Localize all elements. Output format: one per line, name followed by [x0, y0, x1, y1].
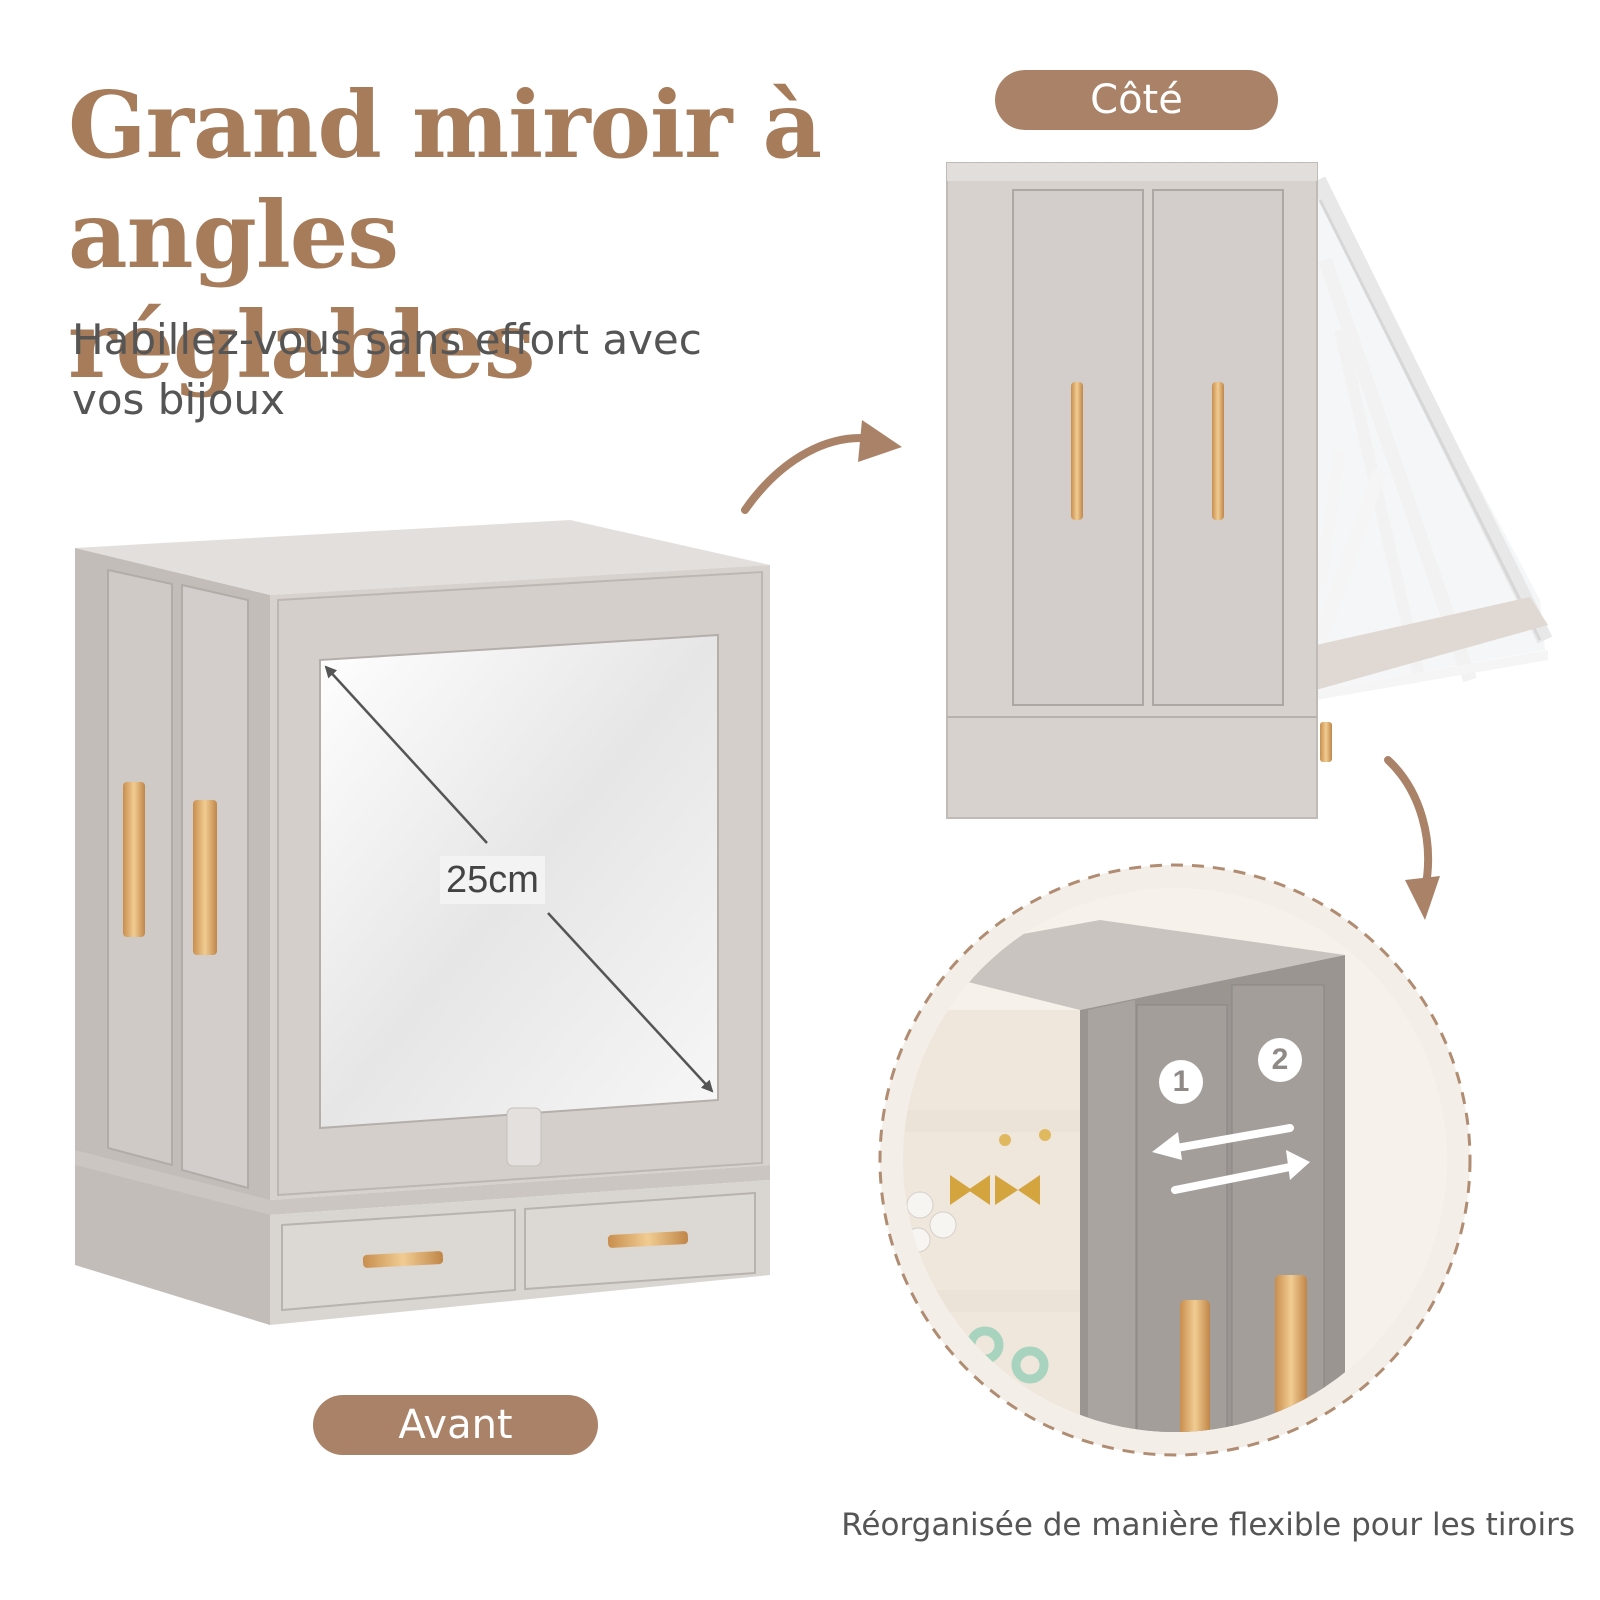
curved-arrow-icon: [741, 420, 902, 514]
step-badge-2: 2: [1271, 1043, 1289, 1076]
front-cabinet: [75, 520, 770, 1325]
subtitle-line-2: vos bijoux: [72, 375, 285, 424]
curved-arrow-icon: [1384, 756, 1440, 920]
front-view-badge: Avant: [313, 1395, 598, 1455]
diagonal-measure-arrow-icon: [324, 665, 714, 1093]
detail-caption: Réorganisée de manière flexible pour les…: [841, 1507, 1575, 1543]
title-line-2: angles réglables: [68, 181, 535, 399]
step-badge-1: 1: [1172, 1065, 1190, 1098]
side-handle-icon: [123, 782, 145, 937]
swap-arrows-icon: [1152, 1124, 1310, 1194]
title-line-1: Grand miroir à: [68, 71, 822, 179]
detail-circle: [878, 863, 1472, 1457]
page-title: Grand miroir à angles réglables: [68, 70, 828, 400]
side-view-badge: Côté: [995, 70, 1278, 130]
page-subtitle: Habillez-vous sans effort avec vos bijou…: [72, 310, 792, 430]
drawer-handle-icon: [362, 1251, 444, 1268]
mirror-size-label: 25cm: [440, 856, 545, 904]
side-cabinet: [946, 162, 1553, 819]
subtitle-line-1: Habillez-vous sans effort avec: [72, 315, 702, 364]
